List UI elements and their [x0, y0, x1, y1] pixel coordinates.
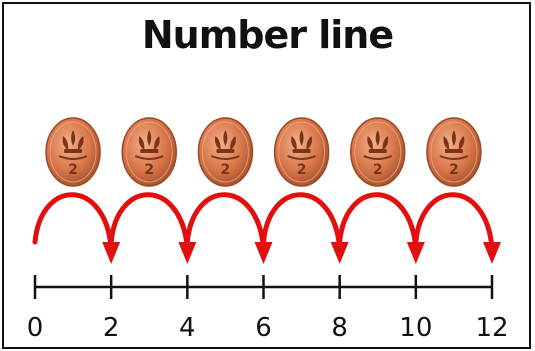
- two-pence-coin: 2: [350, 117, 406, 187]
- two-pence-coin: 2: [273, 117, 330, 187]
- coin-row: 2 2 2 2 2 2: [45, 117, 482, 187]
- coin-denomination: 2: [297, 162, 307, 178]
- number-line-axis: 0 2 4 6 8 10 12: [27, 275, 509, 343]
- tick-label: 2: [103, 313, 120, 343]
- jump-arrow: [184, 192, 273, 264]
- two-pence-coin: 2: [45, 117, 101, 187]
- jump-arrow: [413, 192, 501, 264]
- two-pence-coin: 2: [121, 117, 177, 187]
- tick-label: 4: [179, 313, 196, 343]
- jump-arrow: [108, 192, 197, 264]
- coin-denomination: 2: [144, 162, 154, 178]
- two-pence-coin: 2: [426, 117, 482, 187]
- tick-label: 10: [399, 313, 432, 343]
- coin-denomination: 2: [449, 162, 459, 178]
- tick-label: 0: [27, 313, 44, 343]
- coin-denomination: 2: [221, 162, 231, 178]
- jump-arrow: [337, 192, 425, 264]
- tick-label: 12: [475, 313, 508, 343]
- jump-arrows: [32, 192, 501, 264]
- coin-denomination: 2: [68, 162, 78, 178]
- coin-denomination: 2: [373, 162, 383, 178]
- diagram-title: Number line: [141, 13, 394, 57]
- two-pence-coin: 2: [197, 117, 254, 187]
- tick-label: 8: [331, 313, 348, 343]
- tick-label: 6: [255, 313, 272, 343]
- jump-arrow: [261, 192, 349, 264]
- jump-arrow: [32, 192, 121, 264]
